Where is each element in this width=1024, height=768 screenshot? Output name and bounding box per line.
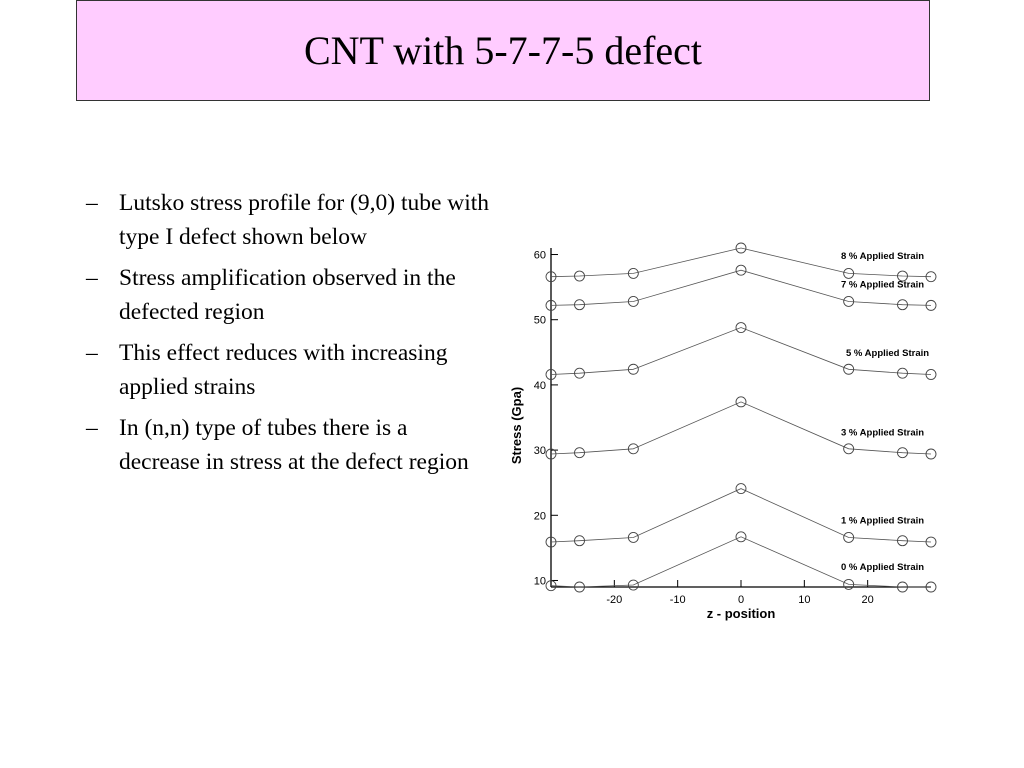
stress-profile-chart: 10 20 30 40 50 60 -20 -10 0 10 20 z - position Stres… <box>509 242 937 621</box>
data-point <box>627 579 639 591</box>
data-point <box>735 483 747 495</box>
series-label: 5 % Applied Strain <box>846 348 929 359</box>
data-point <box>574 581 585 593</box>
bullet-dash: – <box>86 190 98 216</box>
slide-title-box: CNT with 5-7-7-5 defect <box>76 0 930 101</box>
data-point <box>897 367 908 379</box>
data-point <box>925 271 937 283</box>
data-point <box>545 536 557 548</box>
data-point <box>843 296 855 307</box>
series-line <box>550 269 932 306</box>
y-tick-label: 50 <box>534 315 546 327</box>
x-tick-label: 20 <box>862 594 874 606</box>
y-tick-label: 20 <box>534 510 546 522</box>
data-point <box>574 447 585 459</box>
bullet-item: –Lutsko stress profile for (9,0) tube wi… <box>86 186 491 254</box>
bullet-dash: – <box>86 340 98 366</box>
data-point <box>735 264 747 276</box>
data-point <box>897 535 908 547</box>
bullet-dash: – <box>86 265 98 291</box>
data-point <box>627 363 639 375</box>
data-point <box>627 296 639 307</box>
data-point <box>545 369 557 380</box>
x-tick-label: 10 <box>798 594 810 606</box>
series-label: 3 % Applied Strain <box>841 428 924 439</box>
bullet-list: –Lutsko stress profile for (9,0) tube wi… <box>86 186 491 486</box>
y-tick-label: 40 <box>534 380 546 392</box>
data-point <box>545 271 557 283</box>
data-point <box>735 322 747 333</box>
x-tick-label: 0 <box>738 594 744 606</box>
data-point <box>627 267 639 279</box>
data-point <box>627 443 639 455</box>
data-point <box>925 299 937 311</box>
bullet-item: –In (n,n) type of tubes there is a decre… <box>86 411 491 479</box>
data-point <box>897 270 908 282</box>
data-point <box>574 270 585 282</box>
y-axis-label: Stress (Gpa) <box>509 387 524 464</box>
data-point <box>545 580 557 592</box>
series-label: 7 % Applied Strain <box>841 280 924 291</box>
series-label: 8 % Applied Strain <box>841 251 924 262</box>
y-tick-label: 10 <box>534 575 546 587</box>
data-point <box>574 535 585 547</box>
series-line <box>550 401 932 455</box>
data-point <box>843 443 855 455</box>
data-point <box>545 299 557 311</box>
data-point <box>843 578 855 590</box>
series-line <box>550 247 932 278</box>
bullet-text: Stress amplification observed in the def… <box>119 265 456 325</box>
data-point <box>843 363 855 375</box>
data-point <box>735 242 747 254</box>
data-point <box>574 367 585 379</box>
bullet-text: In (n,n) type of tubes there is a decrea… <box>119 415 469 475</box>
bullet-item: –This effect reduces with increasing app… <box>86 336 491 404</box>
data-point <box>627 532 639 543</box>
x-tick-label: -10 <box>670 594 686 606</box>
series-line <box>550 536 931 588</box>
bullet-text: This effect reduces with increasing appl… <box>119 340 448 400</box>
bullet-text: Lutsko stress profile for (9,0) tube wit… <box>119 190 490 250</box>
data-point <box>843 267 855 279</box>
series-line <box>550 488 932 543</box>
bullet-item: –Stress amplification observed in the de… <box>86 261 491 329</box>
data-point <box>545 448 557 460</box>
data-point <box>735 396 747 408</box>
slide-title: CNT with 5-7-7-5 defect <box>303 28 703 73</box>
data-point <box>897 299 908 311</box>
data-point <box>735 531 747 543</box>
data-point <box>843 532 855 543</box>
y-tick-label: 60 <box>534 250 546 262</box>
data-point <box>925 448 937 460</box>
data-point <box>925 536 937 548</box>
data-point <box>925 369 937 380</box>
data-point <box>574 299 585 311</box>
x-axis-label: z - position <box>707 606 776 621</box>
y-tick-label: 30 <box>534 445 546 457</box>
data-point <box>897 447 908 459</box>
bullet-dash: – <box>86 415 98 441</box>
series-line <box>550 327 932 375</box>
data-point <box>925 581 937 593</box>
x-tick-label: -20 <box>606 594 622 606</box>
series-label: 1 % Applied Strain <box>841 516 924 527</box>
series-label: 0 % Applied Strain <box>841 562 924 573</box>
data-point <box>897 581 908 593</box>
